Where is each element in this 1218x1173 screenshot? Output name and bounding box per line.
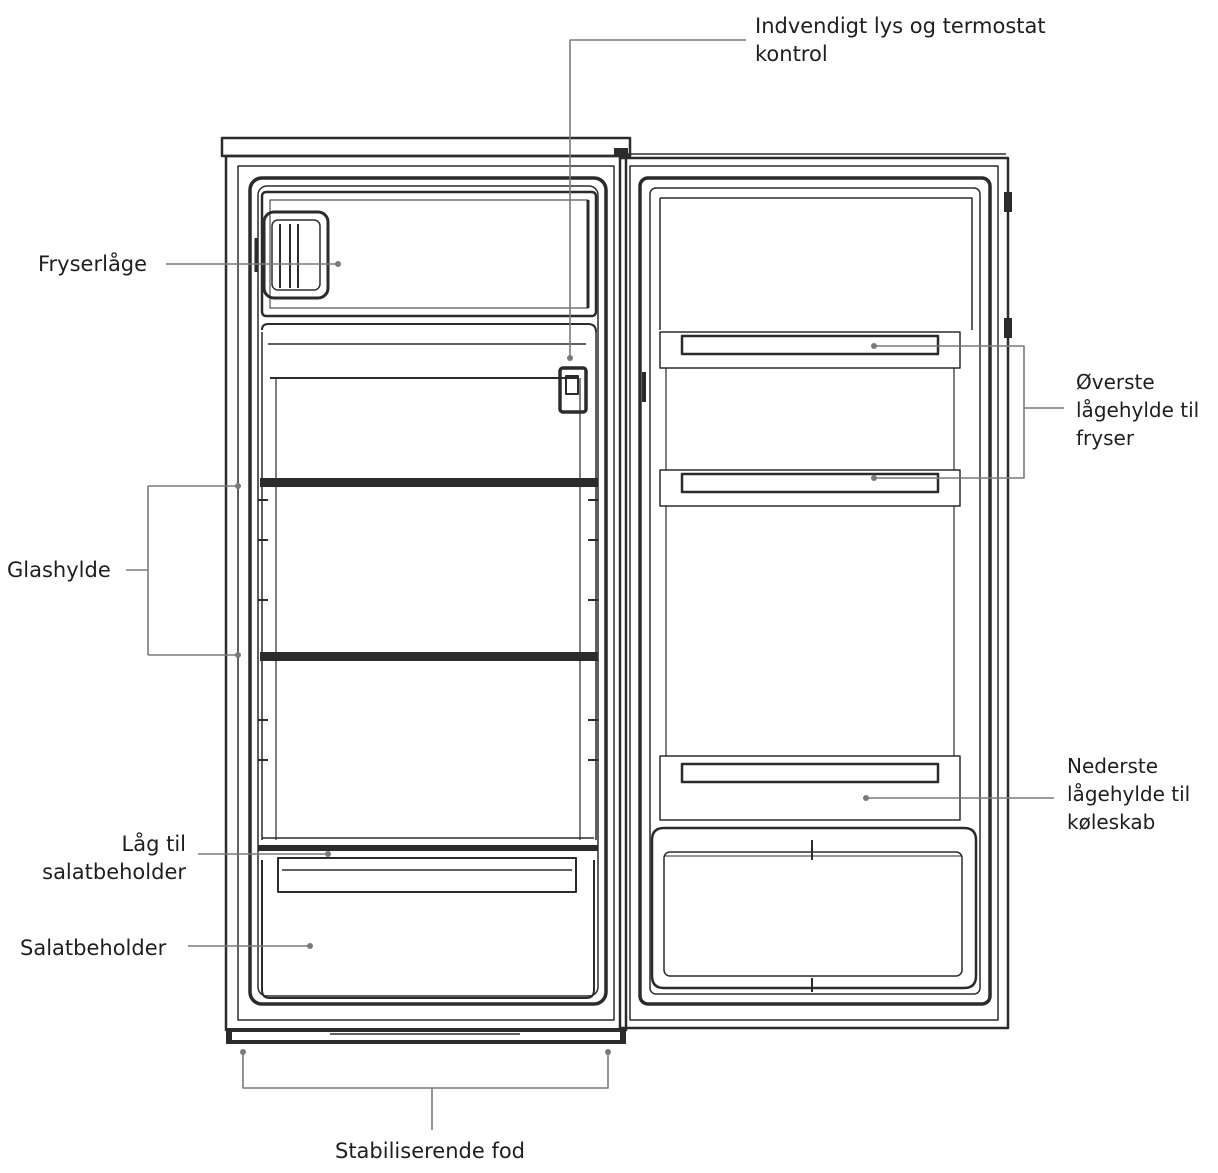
label-lower-door-shelf-line3: køleskab (1067, 810, 1156, 834)
upper-door-shelves (659, 331, 961, 507)
door-outer (618, 156, 1010, 1030)
cabinet-top (220, 136, 632, 158)
label-stabilizing-foot: Stabiliserende fod (300, 1137, 560, 1165)
thermostat-control (558, 366, 588, 414)
leader-lines (126, 39, 1064, 1130)
door-liner (638, 176, 992, 1006)
glass-shelves (260, 478, 598, 661)
leader-stabilizing-foot (242, 1054, 609, 1130)
label-crisper-lid-line2: salatbeholder (42, 860, 186, 884)
label-upper-door-shelf-line3: fryser (1076, 426, 1135, 450)
lower-door-shelf (659, 506, 961, 821)
label-upper-door-shelf-line2: lågehylde til (1076, 398, 1200, 422)
label-thermostat: Indvendigt lys og termostat kontrol (755, 12, 1046, 68)
glass-shelf-lower (260, 652, 598, 661)
label-freezer-door-text: Fryserlåge (38, 252, 148, 276)
label-crisper-lid: Låg til salatbeholder (28, 830, 186, 886)
crisper-drawer (258, 837, 598, 999)
glass-shelf-upper (260, 478, 598, 487)
fridge-interior (258, 323, 598, 840)
label-thermostat-line1: Indvendigt lys og termostat (755, 14, 1046, 38)
freezer-compartment (254, 190, 598, 318)
label-freezer-door: Fryserlåge (38, 250, 147, 278)
cabinet-liner-inner (257, 185, 599, 997)
label-crisper-lid-line1: Låg til (121, 832, 186, 856)
cabinet (220, 136, 632, 1044)
label-crisper-text: Salatbeholder (20, 936, 167, 960)
label-upper-door-shelf-line1: Øverste (1076, 370, 1155, 394)
cabinet-frame-inner (237, 165, 615, 1021)
door-bottom-bin (650, 826, 978, 992)
leader-dots (235, 261, 877, 1055)
door (614, 148, 1012, 1030)
label-thermostat-line2: kontrol (755, 42, 828, 66)
label-glass-shelf: Glashylde (7, 556, 111, 584)
label-lower-door-shelf: Nederste lågehylde til køleskab (1067, 752, 1190, 836)
leader-upper-door-shelf (874, 345, 1064, 479)
label-upper-door-shelf: Øverste lågehylde til fryser (1076, 368, 1199, 452)
cabinet-body (224, 154, 628, 1032)
leader-thermostat (569, 39, 746, 356)
label-glass-shelf-text: Glashylde (7, 558, 111, 582)
cabinet-liner (248, 176, 608, 1006)
leader-glass-shelf (126, 485, 236, 656)
label-lower-door-shelf-line2: lågehylde til (1067, 782, 1191, 806)
label-crisper: Salatbeholder (20, 934, 166, 962)
label-lower-door-shelf-line1: Nederste (1067, 754, 1159, 778)
label-stabilizing-foot-text: Stabiliserende fod (334, 1139, 526, 1163)
freezer-door-handle (262, 210, 330, 300)
